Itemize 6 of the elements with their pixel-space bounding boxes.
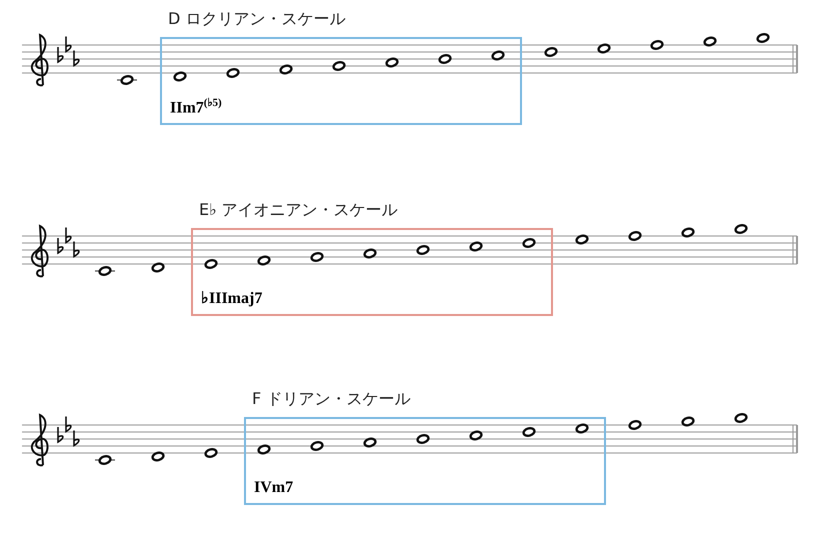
chord-symbol: IVm7 [254,479,294,497]
chord-symbol: ♭IIImaj7 [201,289,262,308]
scale-title: D ロクリアン・スケール [168,9,346,30]
chord-symbol: IIm7$^{(♭5)}$ [170,96,222,117]
scale-title: F ドリアン・スケール [252,389,410,410]
scale-title: E♭ アイオニアン・スケール [199,200,398,221]
